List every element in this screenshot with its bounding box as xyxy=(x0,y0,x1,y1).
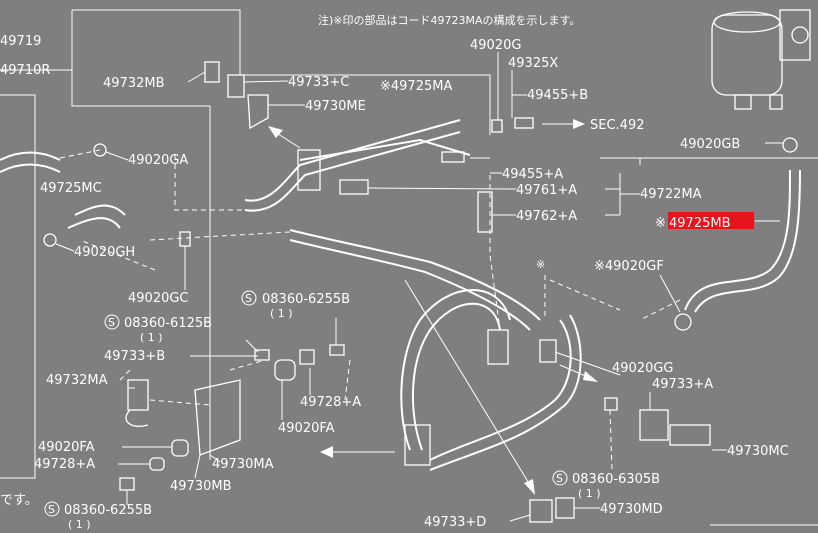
valve-block xyxy=(487,329,509,365)
label-49020gf: ※49020GF xyxy=(594,259,664,274)
label-49020gg: 49020GG xyxy=(612,361,674,376)
arrow-diagonal-long xyxy=(404,279,535,495)
parts xyxy=(43,9,811,523)
highlight-box xyxy=(668,212,754,229)
label-49761a: 49761+A xyxy=(516,183,577,198)
bolt-08360-6125b xyxy=(254,349,270,361)
label-49020gh: 49020GH xyxy=(74,245,135,260)
label-49725mb: 49725MB xyxy=(669,216,731,231)
label-note-fragment: です。 xyxy=(0,493,38,508)
label-asterisk: ※ xyxy=(536,258,545,271)
bracket-49730mc xyxy=(669,424,711,446)
label-bolt2: 08360-6125B xyxy=(124,316,212,331)
label-49733c: 49733+C xyxy=(288,75,349,90)
label-49730ma: 49730MA xyxy=(212,457,274,472)
clamp-49020g xyxy=(491,119,503,133)
reservoir xyxy=(711,9,811,110)
label-49725ma: ※49725MA xyxy=(380,79,452,94)
clamp-49732ma-hook xyxy=(125,409,149,427)
bolt-08360-6255b-lower xyxy=(119,477,135,491)
label-49730mc: 49730MC xyxy=(727,444,789,459)
note-text: 注)※印の部品はコード49723MAの構成を示します。 xyxy=(318,13,580,27)
label-49728a-l: 49728+A xyxy=(34,457,95,472)
label-49725mb-prefix: ※ xyxy=(655,216,666,231)
bracket-49733a xyxy=(639,409,669,441)
label-49722ma: 49722MA xyxy=(640,187,702,202)
clamp-49020gh xyxy=(43,233,57,247)
arrow-upper-left xyxy=(268,126,301,149)
bracket-49730ma xyxy=(194,379,241,456)
arrow-left xyxy=(320,446,395,458)
fitting-49325x xyxy=(514,117,534,129)
frame-lines xyxy=(0,9,818,526)
label-bolt4: 08360-6255B xyxy=(64,503,152,518)
label-49020gb: 49020GB xyxy=(680,137,740,152)
label-bolt1: 08360-6255B xyxy=(262,292,350,307)
bolt-08360-6305b xyxy=(604,397,618,411)
label-sec492: SEC.492 xyxy=(590,118,645,133)
label-49020g: 49020G xyxy=(470,38,521,53)
clamp-49020fa-r xyxy=(299,349,315,365)
fitting-49761a xyxy=(339,179,369,195)
label-leaders xyxy=(55,52,783,522)
label-49733d: 49733+D xyxy=(424,515,486,530)
label-49762a: 49762+A xyxy=(516,209,577,224)
arrow-right xyxy=(559,364,598,382)
labels: 注)※印の部品はコード49723MAの構成を示します。 49719 49710R… xyxy=(0,13,789,531)
svg-text:S: S xyxy=(245,292,252,305)
bracket-lower xyxy=(404,424,431,466)
fitting-49455a xyxy=(441,151,465,163)
dashed-leaders xyxy=(59,149,681,471)
label-49730md: 49730MD xyxy=(600,502,663,517)
label-49732ma: 49732MA xyxy=(46,373,108,388)
bracket-center xyxy=(297,149,321,191)
arrow-sec492 xyxy=(542,119,585,129)
label-49733b: 49733+B xyxy=(104,349,165,364)
clamp-49733d xyxy=(529,499,553,523)
clamp-49020fa-l xyxy=(171,439,189,457)
label-49732mb: 49732MB xyxy=(103,76,165,91)
clamp-49020gc xyxy=(179,231,191,247)
label-49733a: 49733+A xyxy=(652,377,713,392)
label-49325x: 49325X xyxy=(508,56,558,71)
clamp-49732ma xyxy=(127,379,149,411)
arrows xyxy=(268,119,598,495)
label-49020ga: 49020GA xyxy=(128,153,188,168)
label-49710r: 49710R xyxy=(0,63,50,78)
label-49719: 49719 xyxy=(0,34,41,49)
label-49020fa-l: 49020FA xyxy=(38,440,95,455)
bolt-symbols: S S S S xyxy=(44,290,568,517)
bracket-49730me xyxy=(247,94,269,130)
label-49020gc: 49020GC xyxy=(128,291,189,306)
label-bolt2-qty: ( 1 ) xyxy=(140,331,163,344)
svg-text:S: S xyxy=(48,503,55,516)
svg-text:S: S xyxy=(556,472,563,485)
clamp-49020ga xyxy=(93,143,107,157)
label-49455b: 49455+B xyxy=(527,88,588,103)
label-bolt4-qty: ( 1 ) xyxy=(68,518,91,531)
label-bolt1-qty: ( 1 ) xyxy=(270,307,293,320)
label-bolt3: 08360-6305B xyxy=(572,472,660,487)
clamp-49020gb xyxy=(782,137,798,153)
switch-49762a xyxy=(477,191,493,233)
hose-lines xyxy=(0,119,801,471)
label-49728a-r: 49728+A xyxy=(300,395,361,410)
label-bolt3-qty: ( 1 ) xyxy=(578,487,601,500)
bolt-08360-6255b-upper xyxy=(329,344,345,356)
clamp-49732mb xyxy=(204,61,220,83)
label-49730me: 49730ME xyxy=(305,99,366,114)
svg-text:S: S xyxy=(108,316,115,329)
label-49730mb: 49730MB xyxy=(170,479,232,494)
clamp-49020gf xyxy=(674,313,692,331)
clamp-49730md xyxy=(555,497,575,519)
label-49455a: 49455+A xyxy=(502,167,563,182)
grommet-49728a-r xyxy=(274,359,296,381)
fitting-49020gg xyxy=(539,339,557,363)
bracket-49733c xyxy=(227,74,245,98)
label-49020fa-r: 49020FA xyxy=(278,421,335,436)
grommet-49728a-l xyxy=(149,457,165,471)
label-49725mc: 49725MC xyxy=(40,181,102,196)
